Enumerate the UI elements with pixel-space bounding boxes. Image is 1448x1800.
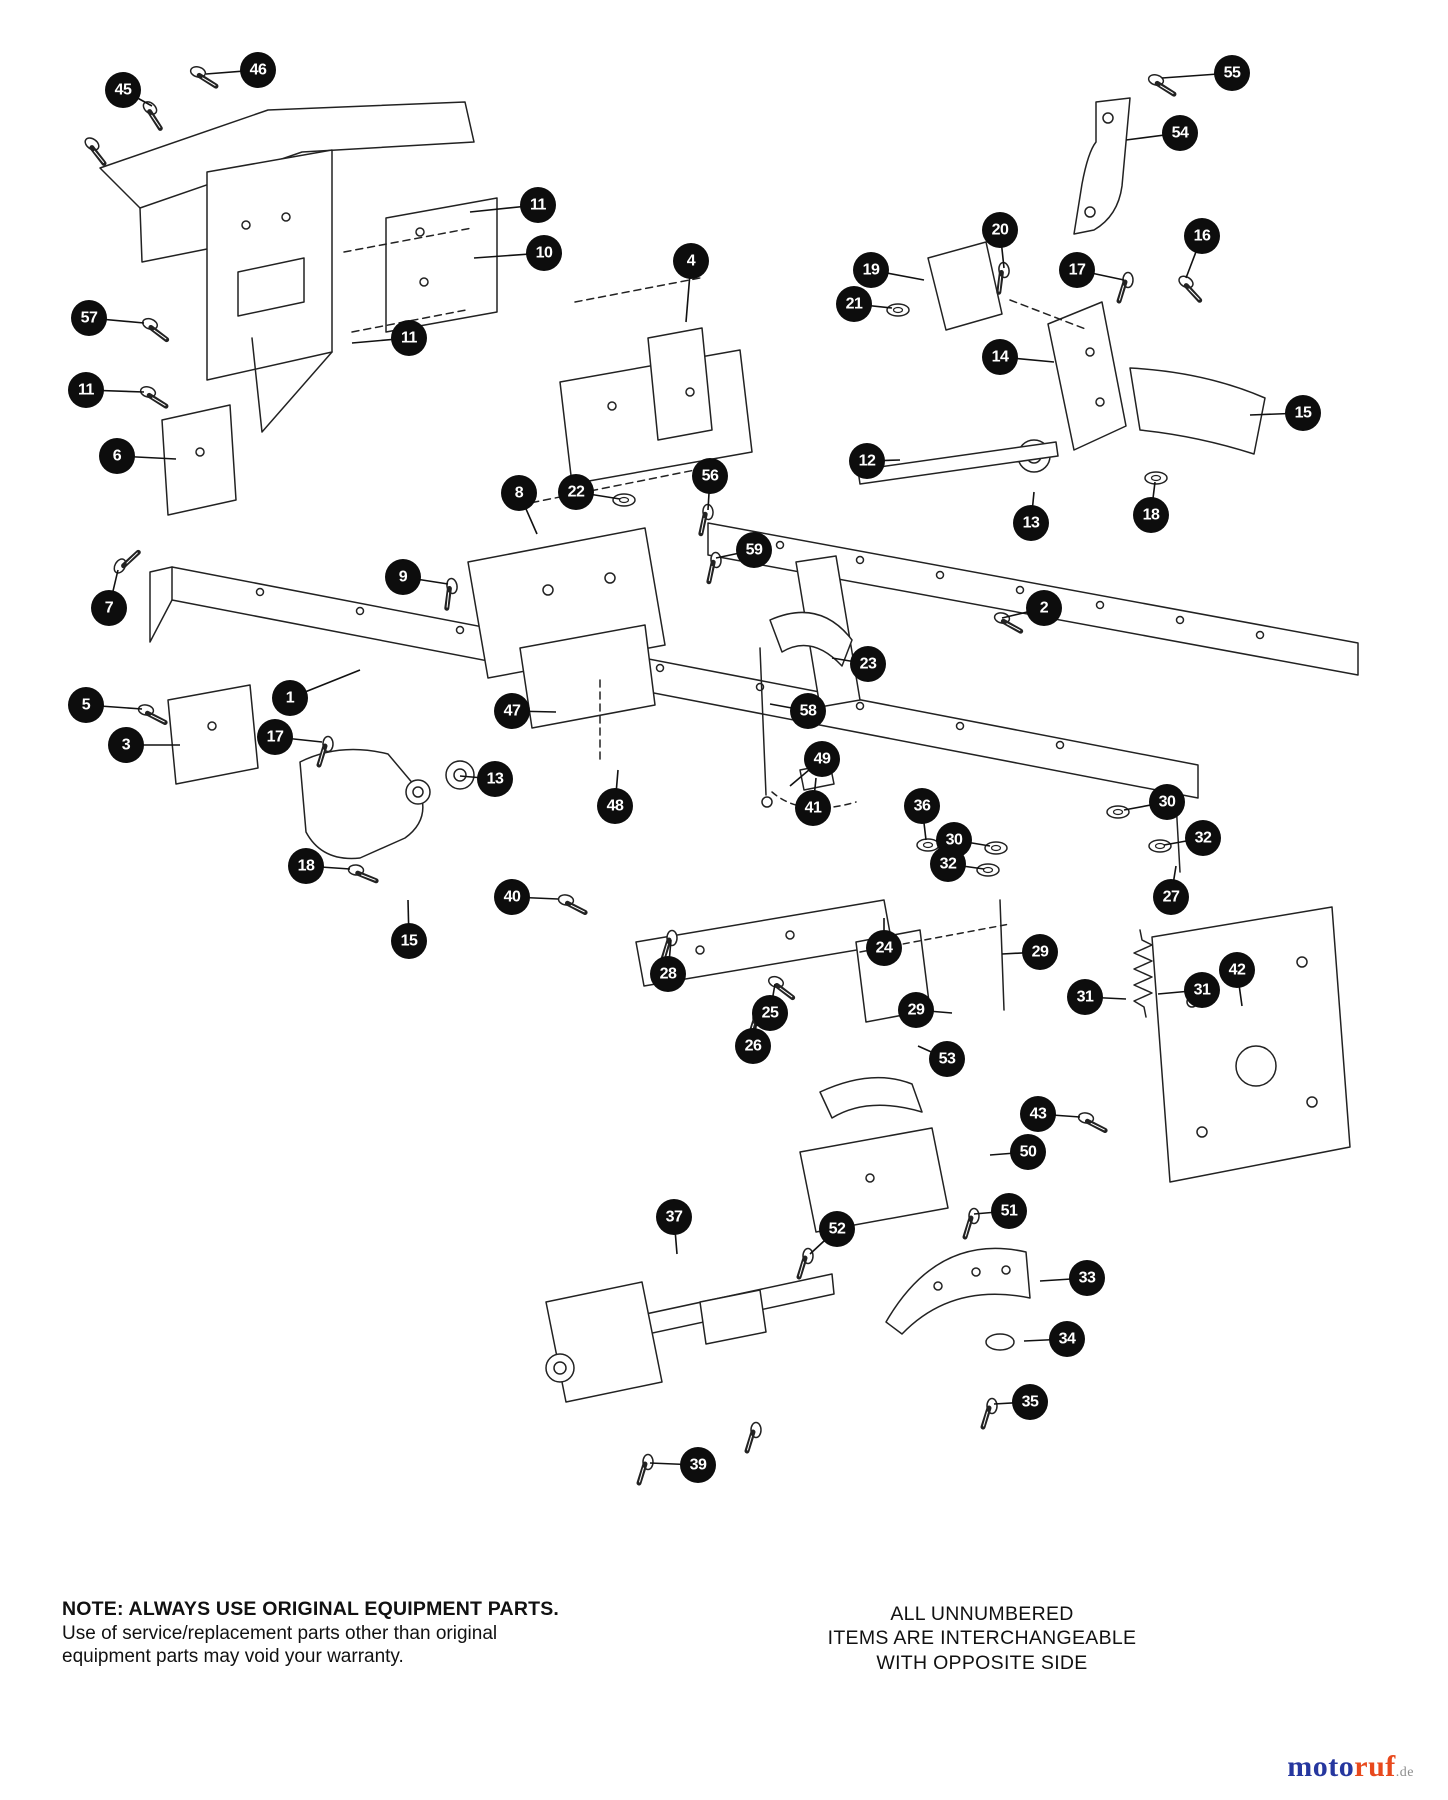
part-callout-34: 34	[1050, 1322, 1084, 1356]
motoruf-logo[interactable]: motoruf.de	[1287, 1750, 1414, 1784]
warranty-note-line2: Use of service/replacement parts other t…	[62, 1622, 498, 1644]
part-callout-25: 25	[753, 996, 787, 1030]
part-callout-50: 50	[1011, 1135, 1045, 1169]
part-callout-6: 6	[100, 439, 134, 473]
part-callout-18: 18	[1134, 498, 1168, 532]
logo-tld: .de	[1395, 1765, 1414, 1780]
part-callout-49: 49	[805, 742, 839, 776]
part-callout-28: 28	[651, 957, 685, 991]
part-callout-57: 57	[72, 301, 106, 335]
part-callout-16: 16	[1185, 219, 1219, 253]
part-callout-31: 31	[1068, 980, 1102, 1014]
part-callout-32: 32	[1186, 821, 1220, 855]
part-callout-15: 15	[392, 924, 426, 958]
part-callout-35: 35	[1013, 1385, 1047, 1419]
part-callout-19: 19	[854, 253, 888, 287]
part-callout-13: 13	[478, 762, 512, 796]
part-callout-32: 32	[931, 847, 965, 881]
part-callout-11: 11	[69, 373, 103, 407]
warranty-note-line3: equipment parts may void your warranty.	[62, 1645, 404, 1667]
part-callout-31: 31	[1185, 973, 1219, 1007]
part-callout-20: 20	[983, 213, 1017, 247]
part-callout-14: 14	[983, 340, 1017, 374]
part-callout-3: 3	[109, 728, 143, 762]
part-callout-46: 46	[241, 53, 275, 87]
part-callout-41: 41	[796, 791, 830, 825]
interchange-note-line2: ITEMS ARE INTERCHANGEABLE	[827, 1627, 1137, 1650]
interchange-note: ALL UNNUMBERED ITEMS ARE INTERCHANGEABLE…	[772, 1602, 1192, 1675]
part-callout-27: 27	[1154, 880, 1188, 914]
part-callout-17: 17	[258, 720, 292, 754]
part-callout-5: 5	[69, 688, 103, 722]
warranty-note-title: NOTE: ALWAYS USE ORIGINAL EQUIPMENT PART…	[62, 1598, 560, 1620]
part-callout-29: 29	[899, 993, 933, 1027]
part-callout-56: 56	[693, 459, 727, 493]
part-callout-47: 47	[495, 694, 529, 728]
part-callout-11: 11	[521, 188, 555, 222]
part-callout-51: 51	[992, 1194, 1026, 1228]
part-callout-10: 10	[527, 236, 561, 270]
part-callout-15: 15	[1286, 396, 1320, 430]
interchange-note-line1: ALL UNNUMBERED	[890, 1603, 1074, 1625]
logo-moto: moto	[1287, 1750, 1355, 1783]
part-callout-21: 21	[837, 287, 871, 321]
part-callout-37: 37	[657, 1200, 691, 1234]
part-callout-24: 24	[867, 931, 901, 965]
part-callout-1: 1	[273, 681, 307, 715]
part-callout-58: 58	[791, 694, 825, 728]
part-callout-30: 30	[1150, 785, 1184, 819]
part-callout-54: 54	[1163, 116, 1197, 150]
part-callout-8: 8	[502, 476, 536, 510]
part-callout-45: 45	[106, 73, 140, 107]
part-callout-52: 52	[820, 1212, 854, 1246]
part-callout-26: 26	[736, 1029, 770, 1063]
part-callout-7: 7	[92, 591, 126, 625]
part-callout-40: 40	[495, 880, 529, 914]
part-callout-17: 17	[1060, 253, 1094, 287]
part-callout-33: 33	[1070, 1261, 1104, 1295]
part-callout-43: 43	[1021, 1097, 1055, 1131]
part-callout-42: 42	[1220, 953, 1254, 987]
part-callout-2: 2	[1027, 591, 1061, 625]
logo-ruf: ruf	[1354, 1750, 1396, 1783]
part-callout-18: 18	[289, 849, 323, 883]
part-callout-11: 11	[392, 321, 426, 355]
part-callout-39: 39	[681, 1448, 715, 1482]
part-callout-29: 29	[1023, 935, 1057, 969]
part-callout-9: 9	[386, 560, 420, 594]
part-callout-53: 53	[930, 1042, 964, 1076]
part-callout-48: 48	[598, 789, 632, 823]
part-callout-4: 4	[674, 244, 708, 278]
part-callout-55: 55	[1215, 56, 1249, 90]
warranty-note: NOTE: ALWAYS USE ORIGINAL EQUIPMENT PART…	[62, 1598, 642, 1668]
interchange-note-line3: WITH OPPOSITE SIDE	[876, 1651, 1088, 1674]
part-callout-59: 59	[737, 533, 771, 567]
part-callout-12: 12	[850, 444, 884, 478]
part-callout-13: 13	[1014, 506, 1048, 540]
part-callout-22: 22	[559, 475, 593, 509]
part-callout-23: 23	[851, 647, 885, 681]
part-callout-36: 36	[905, 789, 939, 823]
